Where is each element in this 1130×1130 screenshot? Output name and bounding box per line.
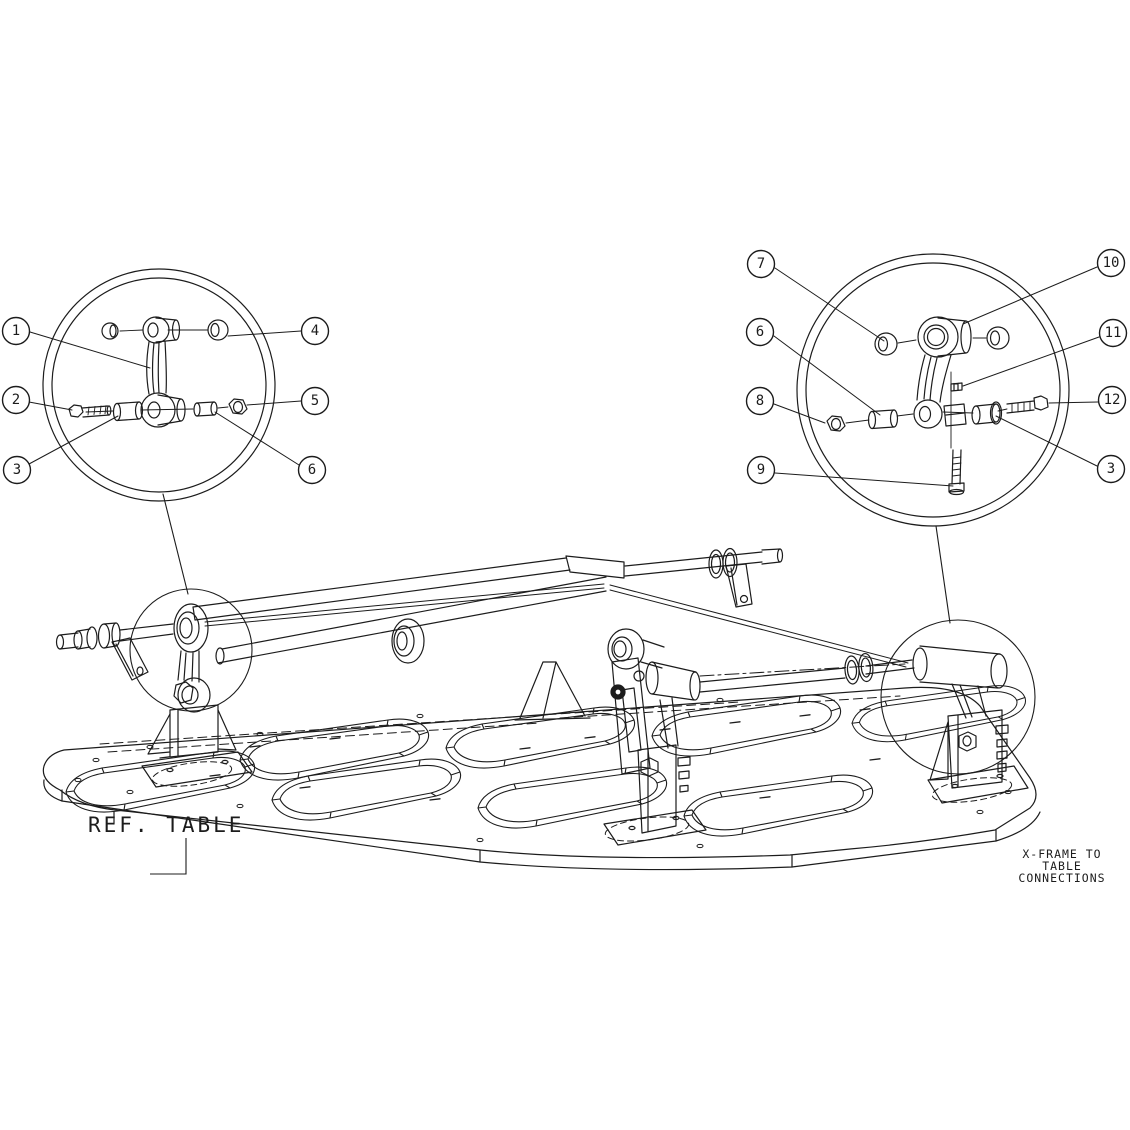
balloon-8: 8 [745,386,775,416]
a-frame-support [514,661,591,721]
crank-lever [111,637,149,681]
hex-bolt [68,404,84,418]
balloon-11-label: 11 [1105,325,1122,341]
rear-clevis [725,563,753,608]
washer [207,319,229,341]
bushing [971,405,981,425]
right-highlight-circle [880,619,1036,775]
tube-collar [391,618,425,664]
middle-eye-ring [607,628,645,670]
hex-bolt [1006,400,1035,414]
left-connection-assembly [55,603,253,788]
left-detail-leader [162,493,189,595]
balloon-1-label: 1 [12,323,20,339]
balloon-1: 1 [1,316,31,346]
balloon-7: 7 [746,249,776,279]
left-link-arm [140,316,186,428]
left-bracket [169,704,219,758]
hex-nut [826,415,846,432]
balloon-6-right-label: 6 [756,324,764,340]
right-balloon-leaders [773,266,1100,487]
left-highlight-circle [129,588,253,712]
balloon-4-label: 4 [311,323,319,339]
drawing-caption-line-3: CONNECTIONS [1018,871,1105,885]
left-upper-bearing [173,603,209,653]
balloon-12: 12 [1097,385,1127,415]
plate-holes [74,697,1012,849]
balloon-7-label: 7 [757,256,765,272]
right-detail-fasteners [826,326,1049,496]
balloon-5: 5 [300,386,330,416]
spacer [867,410,877,430]
balloon-3: 3 [2,455,32,485]
drawing-caption-line-2: TABLE [1042,859,1082,873]
middle-linkage-assembly [603,628,707,846]
balloon-9: 9 [746,455,776,485]
balloon-9-label: 9 [757,462,765,478]
balloon-3-label: 3 [13,462,21,478]
balloon-2-label: 2 [12,392,20,408]
main-assembly-view [42,493,1041,871]
left-detail-axis-lines [85,329,229,413]
left-detail-view [28,268,302,502]
detail-highlights [129,493,1036,775]
pin [193,402,201,417]
balloon-2: 2 [1,385,31,415]
balloon-4: 4 [300,316,330,346]
button-screw [101,322,119,340]
slotted-lever [611,657,651,775]
balloon-8-label: 8 [756,393,764,409]
drawing-caption-line-1: X-FRAME TO [1022,847,1101,861]
left-detail-boundary [42,268,276,502]
ref-table-label: REF. TABLE [88,813,244,837]
ref-table-leader [150,838,187,875]
balloon-10: 10 [1096,248,1126,278]
balloon-6-left: 6 [297,455,327,485]
balloon-callouts: 1 2 3 4 5 6 7 10 [1,248,1128,485]
right-detail-axis-lines [845,337,1008,449]
hex-nut [228,398,248,415]
x-frame [192,547,915,721]
balloon-12-label: 12 [1104,392,1121,408]
right-detail-leader [935,525,951,624]
balloon-11: 11 [1098,318,1128,348]
table-plate [42,686,1041,871]
balloon-6-left-label: 6 [308,462,316,478]
right-link-arm [913,316,972,429]
balloon-3-right: 3 [1096,454,1126,484]
washer-right [986,326,1010,350]
set-screw [950,382,963,392]
vertical-bolt [951,449,962,485]
middle-bracket-foot [603,809,707,846]
right-detail-boundary [796,253,1070,527]
left-bracket-foot [141,751,253,788]
left-detail-fasteners [68,319,248,422]
right-bushing [990,653,1008,689]
washer-left [874,332,898,356]
balloon-6-right: 6 [745,317,775,347]
left-balloon-leaders [28,330,302,466]
left-lower-bearing [177,677,211,713]
balloon-3-right-label: 3 [1107,461,1115,477]
balloon-5-label: 5 [311,393,319,409]
right-detail-view [773,253,1100,527]
annotations: REF. TABLE X-FRAME TO TABLE CONNECTIONS [88,813,1105,885]
right-bracket-foot [927,765,1029,804]
balloon-10-label: 10 [1103,255,1120,271]
